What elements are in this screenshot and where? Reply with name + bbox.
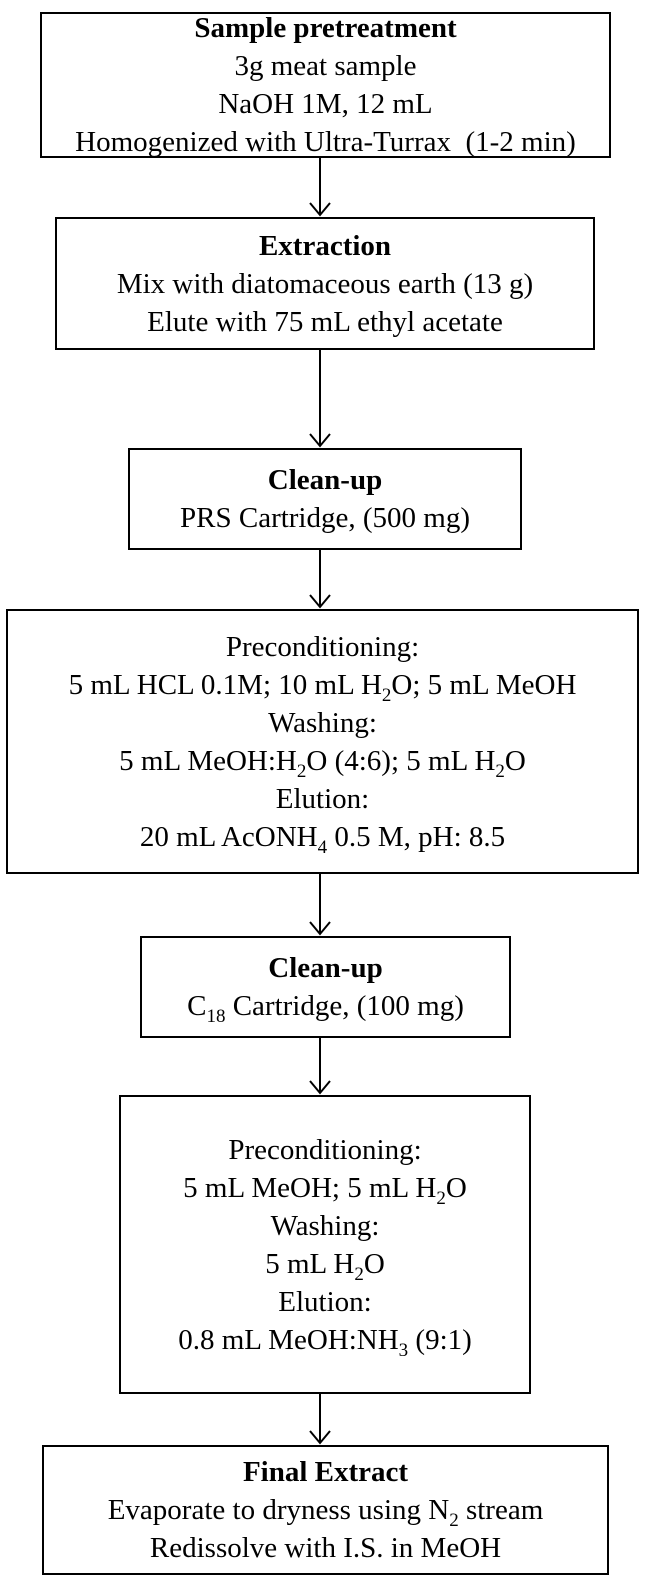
step-sample-pretreatment: Sample pretreatment 3g meat sample NaOH …: [40, 12, 611, 158]
step-line: 20 mL AcONH4 0.5 M, pH: 8.5: [139, 820, 506, 858]
step-line: PRS Cartridge, (500 mg): [180, 502, 470, 534]
step-line: 5 mL H2O: [265, 1247, 385, 1285]
step-title: Final Extract: [242, 1456, 409, 1488]
step-prs-protocol: Preconditioning: 5 mL HCL 0.1M; 10 mL H2…: [6, 609, 639, 874]
step-line: 3g meat sample: [234, 50, 417, 82]
step-line: Preconditioning:: [225, 630, 420, 663]
step-line: Evaporate to dryness using N2 stream: [107, 1494, 544, 1531]
step-extraction: Extraction Mix with diatomaceous earth (…: [55, 217, 595, 350]
step-line: Redissolve with I.S. in MeOH: [149, 1532, 502, 1564]
step-line: 0.8 mL MeOH:NH3 (9:1): [178, 1323, 472, 1361]
arrow-5: [309, 1038, 331, 1095]
step-line: Preconditioning:: [228, 1133, 422, 1166]
step-line: Elution:: [275, 782, 370, 815]
step-line: Mix with diatomaceous earth (13 g): [116, 267, 534, 300]
step-line: 5 mL MeOH; 5 mL H2O: [183, 1171, 467, 1209]
arrow-6: [309, 1394, 331, 1445]
step-line: NaOH 1M, 12 mL: [218, 88, 433, 120]
step-clean-up-c18: Clean-up C18 Cartridge, (100 mg): [140, 936, 511, 1038]
arrow-1: [309, 158, 331, 217]
arrow-4: [309, 874, 331, 936]
step-line: Elution:: [278, 1285, 372, 1318]
step-title: Sample pretreatment: [194, 12, 457, 44]
step-title: Clean-up: [268, 952, 383, 984]
step-line: 5 mL MeOH:H2O (4:6); 5 mL H2O: [119, 744, 526, 782]
step-line: Washing:: [268, 706, 377, 739]
step-line: Washing:: [270, 1209, 380, 1242]
step-title: Extraction: [258, 229, 392, 262]
step-c18-protocol: Preconditioning: 5 mL MeOH; 5 mL H2O Was…: [119, 1095, 531, 1394]
step-title: Clean-up: [267, 464, 383, 496]
step-line: C18 Cartridge, (100 mg): [187, 990, 464, 1027]
step-line: 5 mL HCL 0.1M; 10 mL H2O; 5 mL MeOH: [68, 668, 577, 706]
arrow-3: [309, 550, 331, 609]
step-final-extract: Final Extract Evaporate to dryness using…: [42, 1445, 609, 1575]
step-line: Elute with 75 mL ethyl acetate: [147, 305, 503, 338]
step-clean-up-prs: Clean-up PRS Cartridge, (500 mg): [128, 448, 522, 550]
arrow-2: [309, 350, 331, 448]
step-line: Homogenized with Ultra-Turrax (1-2 min): [75, 126, 576, 158]
